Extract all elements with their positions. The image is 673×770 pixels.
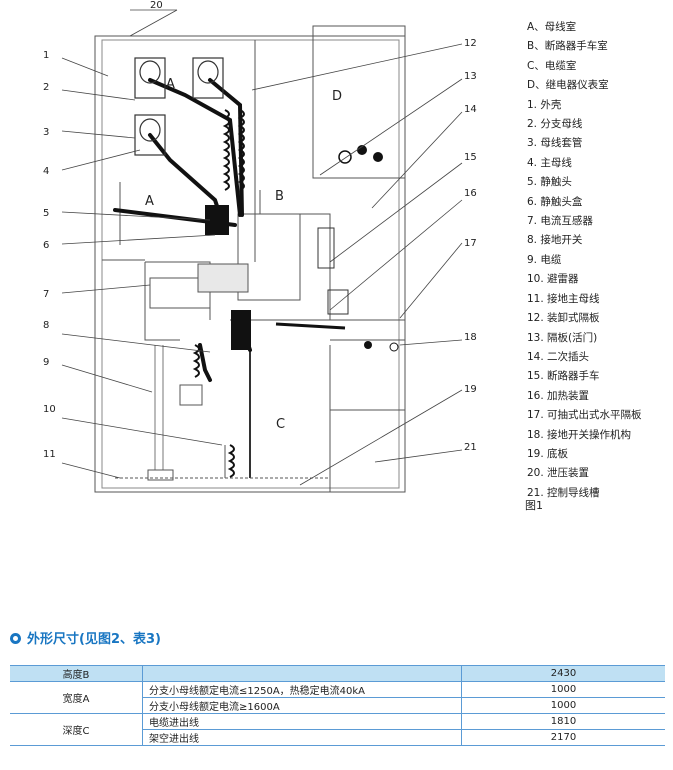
callout-20: 20 <box>150 0 163 11</box>
bushing-2 <box>192 57 224 99</box>
compartment-letter-d: D <box>332 89 342 104</box>
table-cell: 宽度A <box>10 681 143 714</box>
legend-item: 14. 二次插头 <box>527 350 590 363</box>
table-cell: 架空进出线 <box>142 729 462 746</box>
legend-item: A、母线室 <box>527 21 577 33</box>
legend-item: 1. 外壳 <box>527 98 562 111</box>
callout-8: 8 <box>43 320 49 331</box>
callout-3: 3 <box>43 127 49 138</box>
callout-10: 10 <box>43 404 56 415</box>
callout-17: 17 <box>464 238 477 249</box>
callout-14: 14 <box>464 104 477 115</box>
compartment-letter-b: B <box>275 189 284 204</box>
legend-item: 4. 主母线 <box>527 156 572 169</box>
table-cell <box>142 665 462 682</box>
legend-item: 17. 可抽式出式水平隔板 <box>527 409 642 422</box>
callout-15: 15 <box>464 152 477 163</box>
callout-16: 16 <box>464 188 477 199</box>
switchgear-section-diagram: A A B C D 1 2 3 4 5 6 7 <box>43 0 477 493</box>
callout-11: 11 <box>43 449 56 460</box>
section-title: 外形尺寸(见图2、表3) <box>27 632 161 647</box>
enclosure-outline <box>94 35 406 493</box>
callout-7: 7 <box>43 289 49 300</box>
legend-item: 2. 分支母线 <box>527 118 583 131</box>
legend-item: 12. 装卸式隔板 <box>527 312 600 325</box>
legend-item: 19. 底板 <box>527 447 569 460</box>
dimension-table: 高度B 2430 宽度A 分支小母线额定电流≤1250A，热稳定电流40kA 1… <box>10 665 665 746</box>
legend-item: 13. 隔板(活门) <box>527 331 598 344</box>
callout-5: 5 <box>43 208 49 219</box>
legend-item: 16. 加热装置 <box>527 389 590 402</box>
callout-1: 1 <box>43 50 49 61</box>
table-row: 高度B 2430 <box>10 665 665 682</box>
bushing-3 <box>134 114 166 156</box>
table-cell: 高度B <box>10 665 143 682</box>
main-busbar <box>148 78 242 217</box>
enclosure-inner-outline <box>101 39 400 489</box>
legend-item: 5. 静触头 <box>527 176 572 189</box>
legend-item: 20. 泄压装置 <box>527 467 590 480</box>
table-cell: 2170 <box>461 729 665 746</box>
legend-item: 7. 电流互感器 <box>527 215 593 228</box>
legend-item: 8. 接地开关 <box>527 234 583 247</box>
compartment-letter-a-top: A <box>166 77 175 92</box>
legend-item: 10. 避雷器 <box>527 273 579 286</box>
callout-13: 13 <box>464 71 477 82</box>
table-cell: 1810 <box>461 713 665 730</box>
table-cell: 深度C <box>10 713 143 746</box>
callout-2: 2 <box>43 82 49 93</box>
table-cell: 电缆进出线 <box>142 713 462 730</box>
callout-4: 4 <box>43 166 49 177</box>
legend-item: 6. 静触头盒 <box>527 195 583 208</box>
table-cell: 分支小母线额定电流≥1600A <box>142 697 462 714</box>
table-cell: 1000 <box>461 697 665 714</box>
table-row: 分支小母线额定电流≥1600A 1000 <box>10 697 665 714</box>
legend-item: 9. 电缆 <box>527 253 562 266</box>
callout-9: 9 <box>43 357 49 368</box>
legend-item: 15. 断路器手车 <box>527 370 600 383</box>
callout-6: 6 <box>43 240 49 251</box>
callout-12: 12 <box>464 38 477 49</box>
legend-item: 11. 接地主母线 <box>527 292 600 305</box>
legend-item: 3. 母线套管 <box>527 137 583 150</box>
table-cell: 2430 <box>461 665 665 682</box>
legend-item: C、电缆室 <box>527 59 577 72</box>
component-legend: A、母线室 B、断路器手车室 C、电缆室 D、继电器仪表室 1. 外壳 2. 分… <box>527 18 671 503</box>
callout-21: 21 <box>464 442 477 453</box>
callout-19: 19 <box>464 384 477 395</box>
bullet-icon <box>10 633 21 644</box>
bushing-1 <box>134 57 166 99</box>
table-row: 深度C 电缆进出线 1810 <box>10 713 665 746</box>
compartment-letter-c: C <box>276 417 285 432</box>
section-heading: 外形尺寸(见图2、表3) <box>10 628 161 647</box>
legend-item: B、断路器手车室 <box>527 40 608 53</box>
legend-item: 21. 控制导线槽 <box>527 486 600 499</box>
table-cell: 1000 <box>461 681 665 698</box>
legend-item: D、继电器仪表室 <box>527 79 609 92</box>
relay-compartment-outline <box>312 25 406 179</box>
table-row: 宽度A 分支小母线额定电流≤1250A，热稳定电流40kA 1000 <box>10 681 665 714</box>
figure-caption: 图1 <box>525 499 543 512</box>
table-row: 架空进出线 2170 <box>10 729 665 746</box>
compartment-letter-a-left: A <box>145 194 154 209</box>
callout-18: 18 <box>464 332 477 343</box>
legend-item: 18. 接地开关操作机构 <box>527 428 632 441</box>
table-cell: 分支小母线额定电流≤1250A，热稳定电流40kA <box>142 681 462 698</box>
